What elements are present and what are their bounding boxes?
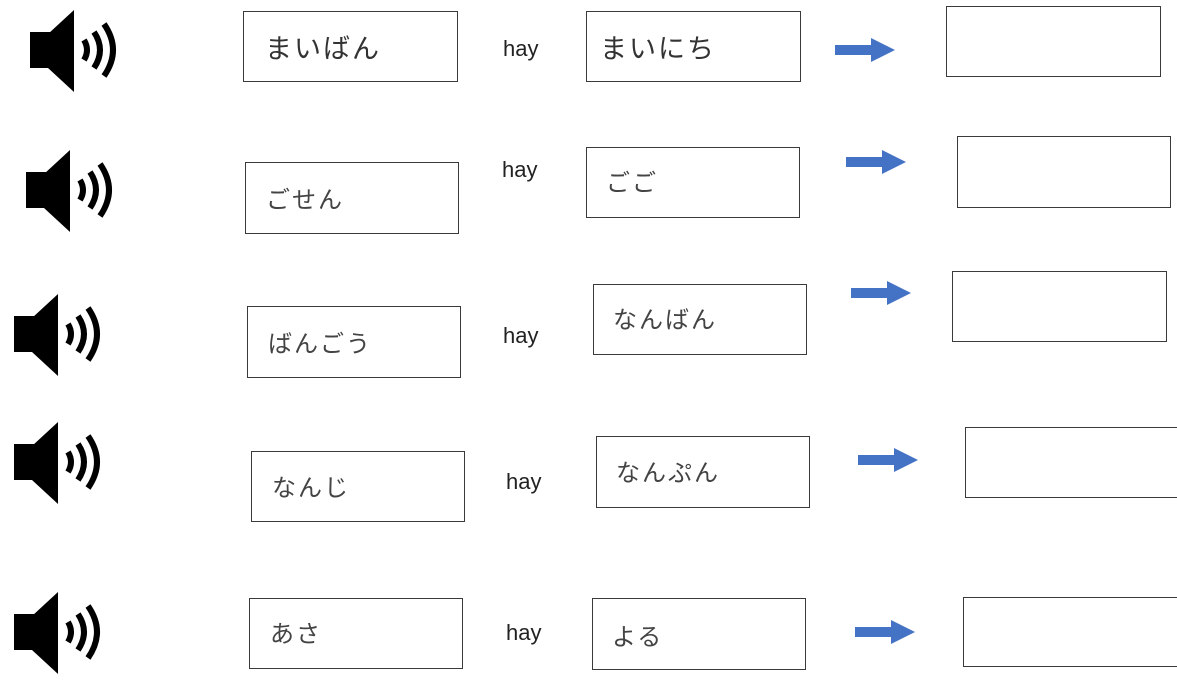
speaker-volume-icon[interactable] bbox=[10, 418, 110, 508]
word-card-right bbox=[586, 11, 801, 82]
word-right-text: なんぷん bbox=[616, 459, 720, 487]
right-arrow-icon bbox=[851, 281, 911, 305]
speaker-volume-icon[interactable] bbox=[10, 588, 110, 678]
word-left-text: ばんごう bbox=[268, 330, 372, 358]
answer-box[interactable] bbox=[957, 136, 1171, 208]
word-right-text: まいにち bbox=[600, 34, 716, 65]
speaker-volume-icon[interactable] bbox=[10, 290, 110, 380]
right-arrow-icon bbox=[835, 38, 895, 62]
right-arrow-icon bbox=[855, 620, 915, 644]
word-left-text: なんじ bbox=[272, 474, 350, 502]
hay-label: hay bbox=[503, 36, 539, 61]
hay-label: hay bbox=[506, 620, 542, 645]
speaker-volume-icon[interactable] bbox=[22, 146, 122, 236]
word-right-text: よる bbox=[612, 623, 664, 651]
hay-label: hay bbox=[503, 323, 539, 348]
answer-box[interactable] bbox=[952, 271, 1167, 342]
right-arrow-icon bbox=[846, 150, 906, 174]
answer-box[interactable] bbox=[963, 597, 1177, 667]
word-card-left bbox=[251, 451, 465, 522]
right-arrow-icon bbox=[858, 448, 918, 472]
answer-box[interactable] bbox=[965, 427, 1177, 498]
word-card-right bbox=[593, 284, 807, 355]
word-right-text: ごご bbox=[606, 169, 658, 197]
word-card-right bbox=[586, 147, 800, 218]
word-left-text: あさ bbox=[270, 620, 322, 648]
hay-label: hay bbox=[502, 157, 538, 182]
word-card-left bbox=[245, 162, 459, 234]
word-left-text: ごせん bbox=[266, 186, 344, 214]
answer-box[interactable] bbox=[946, 6, 1161, 77]
word-card-left bbox=[243, 11, 458, 82]
word-card-left bbox=[247, 306, 461, 378]
speaker-volume-icon[interactable] bbox=[26, 6, 126, 96]
word-left-text: まいばん bbox=[265, 34, 381, 65]
word-card-right bbox=[596, 436, 810, 508]
word-card-right bbox=[592, 598, 806, 670]
hay-label: hay bbox=[506, 469, 542, 494]
word-right-text: なんばん bbox=[613, 306, 717, 334]
word-card-left bbox=[249, 598, 463, 669]
